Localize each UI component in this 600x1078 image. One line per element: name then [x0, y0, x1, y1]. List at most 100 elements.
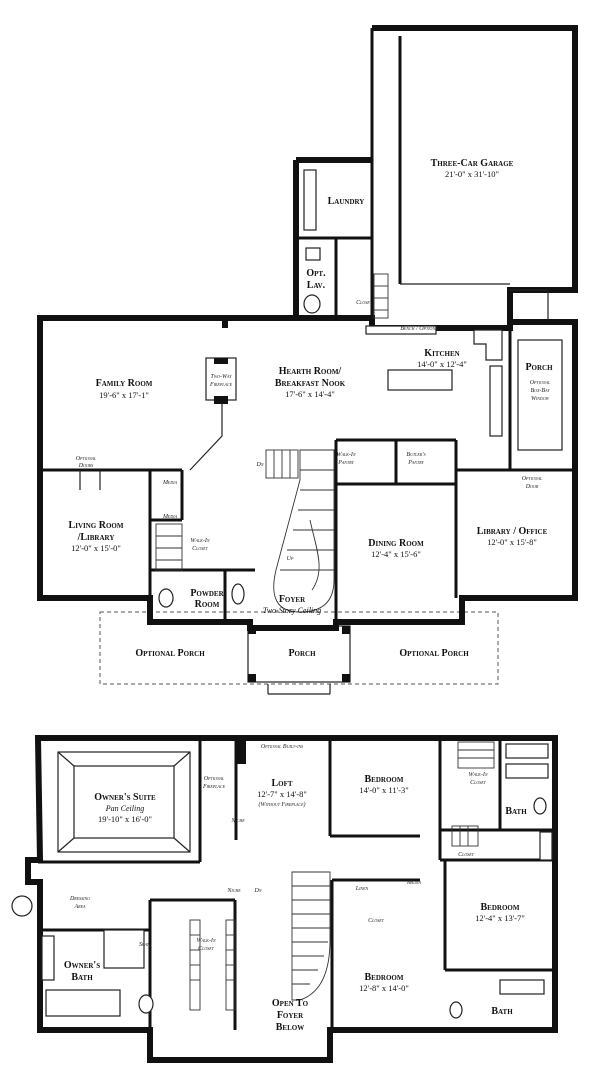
loft-dim: 12'-7" x 14'-8"	[257, 789, 307, 799]
walk-in-closet-owner-label-2: Closet	[198, 946, 215, 952]
first-floor-plan	[37, 25, 578, 695]
bath-bottom-label: Bath	[491, 1006, 513, 1017]
hearth-room-label-2: Breakfast Nook	[275, 378, 346, 389]
dining-room-dim: 12'-4" x 15'-6"	[371, 549, 421, 559]
powder-toilet	[158, 588, 174, 608]
lav-toilet	[303, 294, 321, 314]
opt-lav-label-2: Lav.	[307, 280, 326, 291]
niche-lower-label: Niche	[226, 888, 241, 894]
bedroom-top-label: Bedroom	[365, 774, 404, 785]
box-bay-note-1: Optional	[530, 380, 551, 386]
bedroom-right-label: Bedroom	[481, 902, 520, 913]
fireplace-label-2: Fireplace	[209, 382, 233, 388]
walk-in-closet-top-label-2: Closet	[470, 780, 487, 786]
box-bay-note-3: Window	[531, 396, 550, 402]
garage-walls	[372, 25, 578, 328]
side-porch	[517, 339, 563, 451]
loft-note: (Without Fireplace)	[258, 801, 305, 808]
bay-window	[11, 895, 33, 917]
walk-in-pantry-label-1: Walk-In	[337, 452, 356, 458]
family-room-label: Family Room	[96, 378, 153, 389]
butlers-pantry-label-2: Pantry	[407, 460, 424, 466]
optional-built-ins-label: Optional Built-ins	[261, 744, 303, 750]
vanity-top	[539, 831, 553, 861]
dressing-area-label-2: Area	[74, 904, 87, 910]
owners-bath-label-2: Bath	[71, 972, 93, 983]
owners-suite-note: Pan Ceiling	[105, 804, 144, 813]
open-to-foyer-label-1: Open To	[272, 998, 309, 1009]
optional-porch-left-label: Optional Porch	[135, 648, 205, 659]
lav-sink	[305, 247, 321, 261]
powder-room-label-1: Powder	[190, 588, 224, 599]
bedroom-top-dim: 14'-0" x 11'-3"	[359, 785, 408, 795]
dn-label-2f: Dn	[253, 888, 261, 894]
laundry-counter	[303, 169, 317, 231]
optional-doors-label-2: Doors	[78, 463, 94, 469]
tub-bottom	[499, 979, 545, 995]
porch-front-label: Porch	[288, 648, 316, 659]
optional-fireplace-label-1: Optional	[204, 776, 225, 782]
owners-tub	[45, 989, 121, 1017]
upper-stair	[291, 871, 331, 1001]
living-room-label-1: Living Room	[69, 520, 124, 531]
optional-door-label-1: Optional	[522, 476, 543, 482]
living-room-label-2: /Library	[77, 532, 115, 543]
bedroom-bottom-label: Bedroom	[365, 972, 404, 983]
media-lower-label: Media	[162, 514, 178, 520]
bath-top-label: Bath	[505, 806, 527, 817]
owners-toilet	[138, 994, 154, 1014]
tub-top	[505, 743, 549, 759]
seat-label: Seat	[139, 942, 150, 948]
linen-label: Linen	[355, 886, 369, 892]
tub-top-2	[505, 763, 549, 779]
walk-in-closet-label-1: Walk-In	[191, 538, 210, 544]
walk-in-closet-top-label-1: Walk-In	[469, 772, 488, 778]
niche-upper-label: Niche	[230, 818, 245, 824]
hearth-room-dim: 17'-6" x 14'-4"	[285, 389, 335, 399]
dn-label-1f: Dn	[255, 462, 263, 468]
foyer-stair	[273, 449, 335, 613]
optional-doors-label-1: Optional	[76, 456, 97, 462]
owners-suite-label: Owner's Suite	[94, 792, 156, 803]
media-2f-label: Media	[406, 880, 422, 886]
toilet-bottom	[449, 1001, 463, 1019]
media-upper-label: Media	[162, 480, 178, 486]
kitchen-label: Kitchen	[424, 348, 459, 359]
bench-optional-label: Bench / Optional	[400, 326, 440, 332]
walk-in-closet-top	[457, 741, 495, 769]
main-house-walls	[37, 315, 578, 631]
loft-label: Loft	[271, 778, 292, 789]
laundry-label: Laundry	[328, 196, 365, 207]
kitchen-bench	[365, 325, 437, 335]
kitchen-dim: 14'-0" x 12'-4"	[417, 359, 467, 369]
second-floor-plan	[11, 735, 558, 1063]
walk-in-pantry-label-2: Pantry	[337, 460, 354, 466]
kitchen-island	[387, 369, 453, 391]
garage-dim: 21'-0" x 31'-10"	[445, 169, 499, 179]
kitchen-counter	[489, 365, 503, 437]
owners-suite-dim: 19'-10" x 16'-0"	[98, 814, 152, 824]
up-label-1f: Up	[287, 556, 294, 562]
side-porch-label: Porch	[525, 362, 553, 373]
dressing-area-label-1: Dressing	[69, 896, 90, 902]
closet-right-label: Closet	[458, 852, 475, 858]
box-bay-note-2: Box-Bay	[530, 388, 550, 394]
pan-ceiling-outer	[57, 751, 191, 853]
garage-label: Three-Car Garage	[431, 158, 514, 169]
powder-sink	[231, 583, 245, 605]
optional-fireplace-label-2: Fireplace	[202, 784, 226, 790]
walk-in-closet-label-2: Closet	[192, 546, 209, 552]
family-room-dim: 19'-6" x 17'-1"	[99, 390, 149, 400]
fireplace-label-1: Two-Way	[210, 374, 232, 380]
bedroom-right-dim: 12'-4" x 13'-7"	[475, 913, 525, 923]
foyer-label: Foyer	[279, 594, 306, 605]
closet-mid-label: Closet	[368, 918, 385, 924]
open-to-foyer-label-2: Foyer	[277, 1010, 304, 1021]
dining-room-label: Dining Room	[368, 538, 424, 549]
optional-door-label-2: Door	[525, 484, 539, 490]
hearth-room-label-1: Hearth Room/	[279, 366, 342, 377]
toilet-top	[533, 797, 547, 815]
powder-room-label-2: Room	[195, 599, 220, 610]
butlers-pantry-label-1: Butler's	[406, 452, 425, 458]
